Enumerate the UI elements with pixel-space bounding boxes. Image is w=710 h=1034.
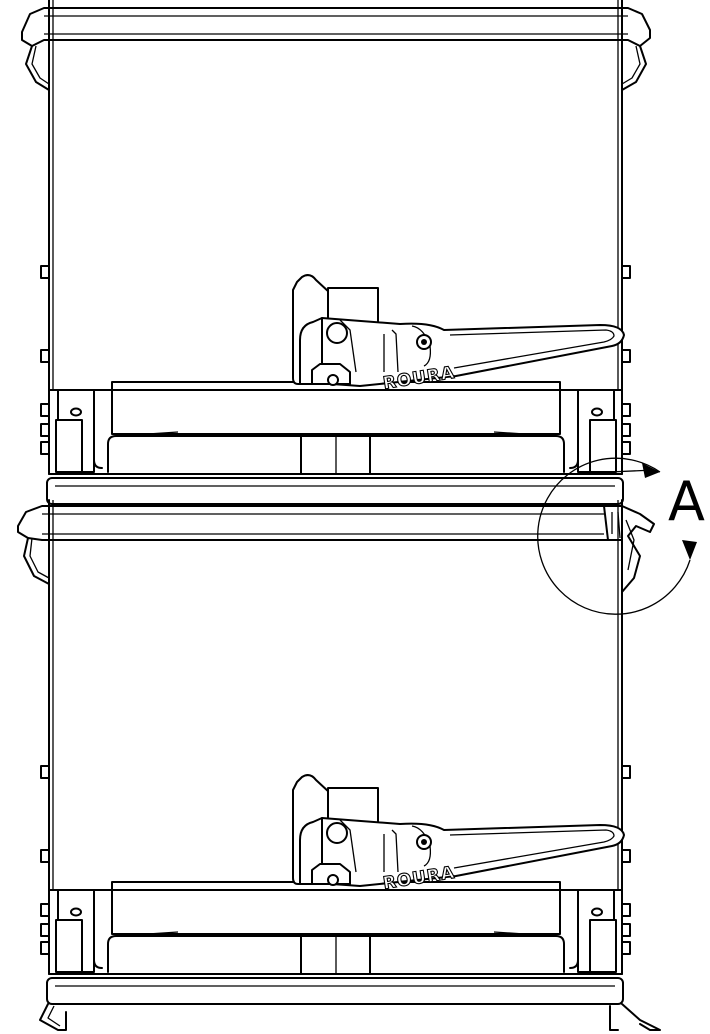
bottom-lid: [17, 505, 655, 593]
bottom-feet: [39, 1003, 661, 1031]
top-lid: [21, 7, 651, 91]
top-container: [41, 0, 630, 504]
detail-callout: [537, 457, 697, 615]
bottom-container: [41, 500, 630, 1004]
detail-label: A: [668, 470, 705, 533]
